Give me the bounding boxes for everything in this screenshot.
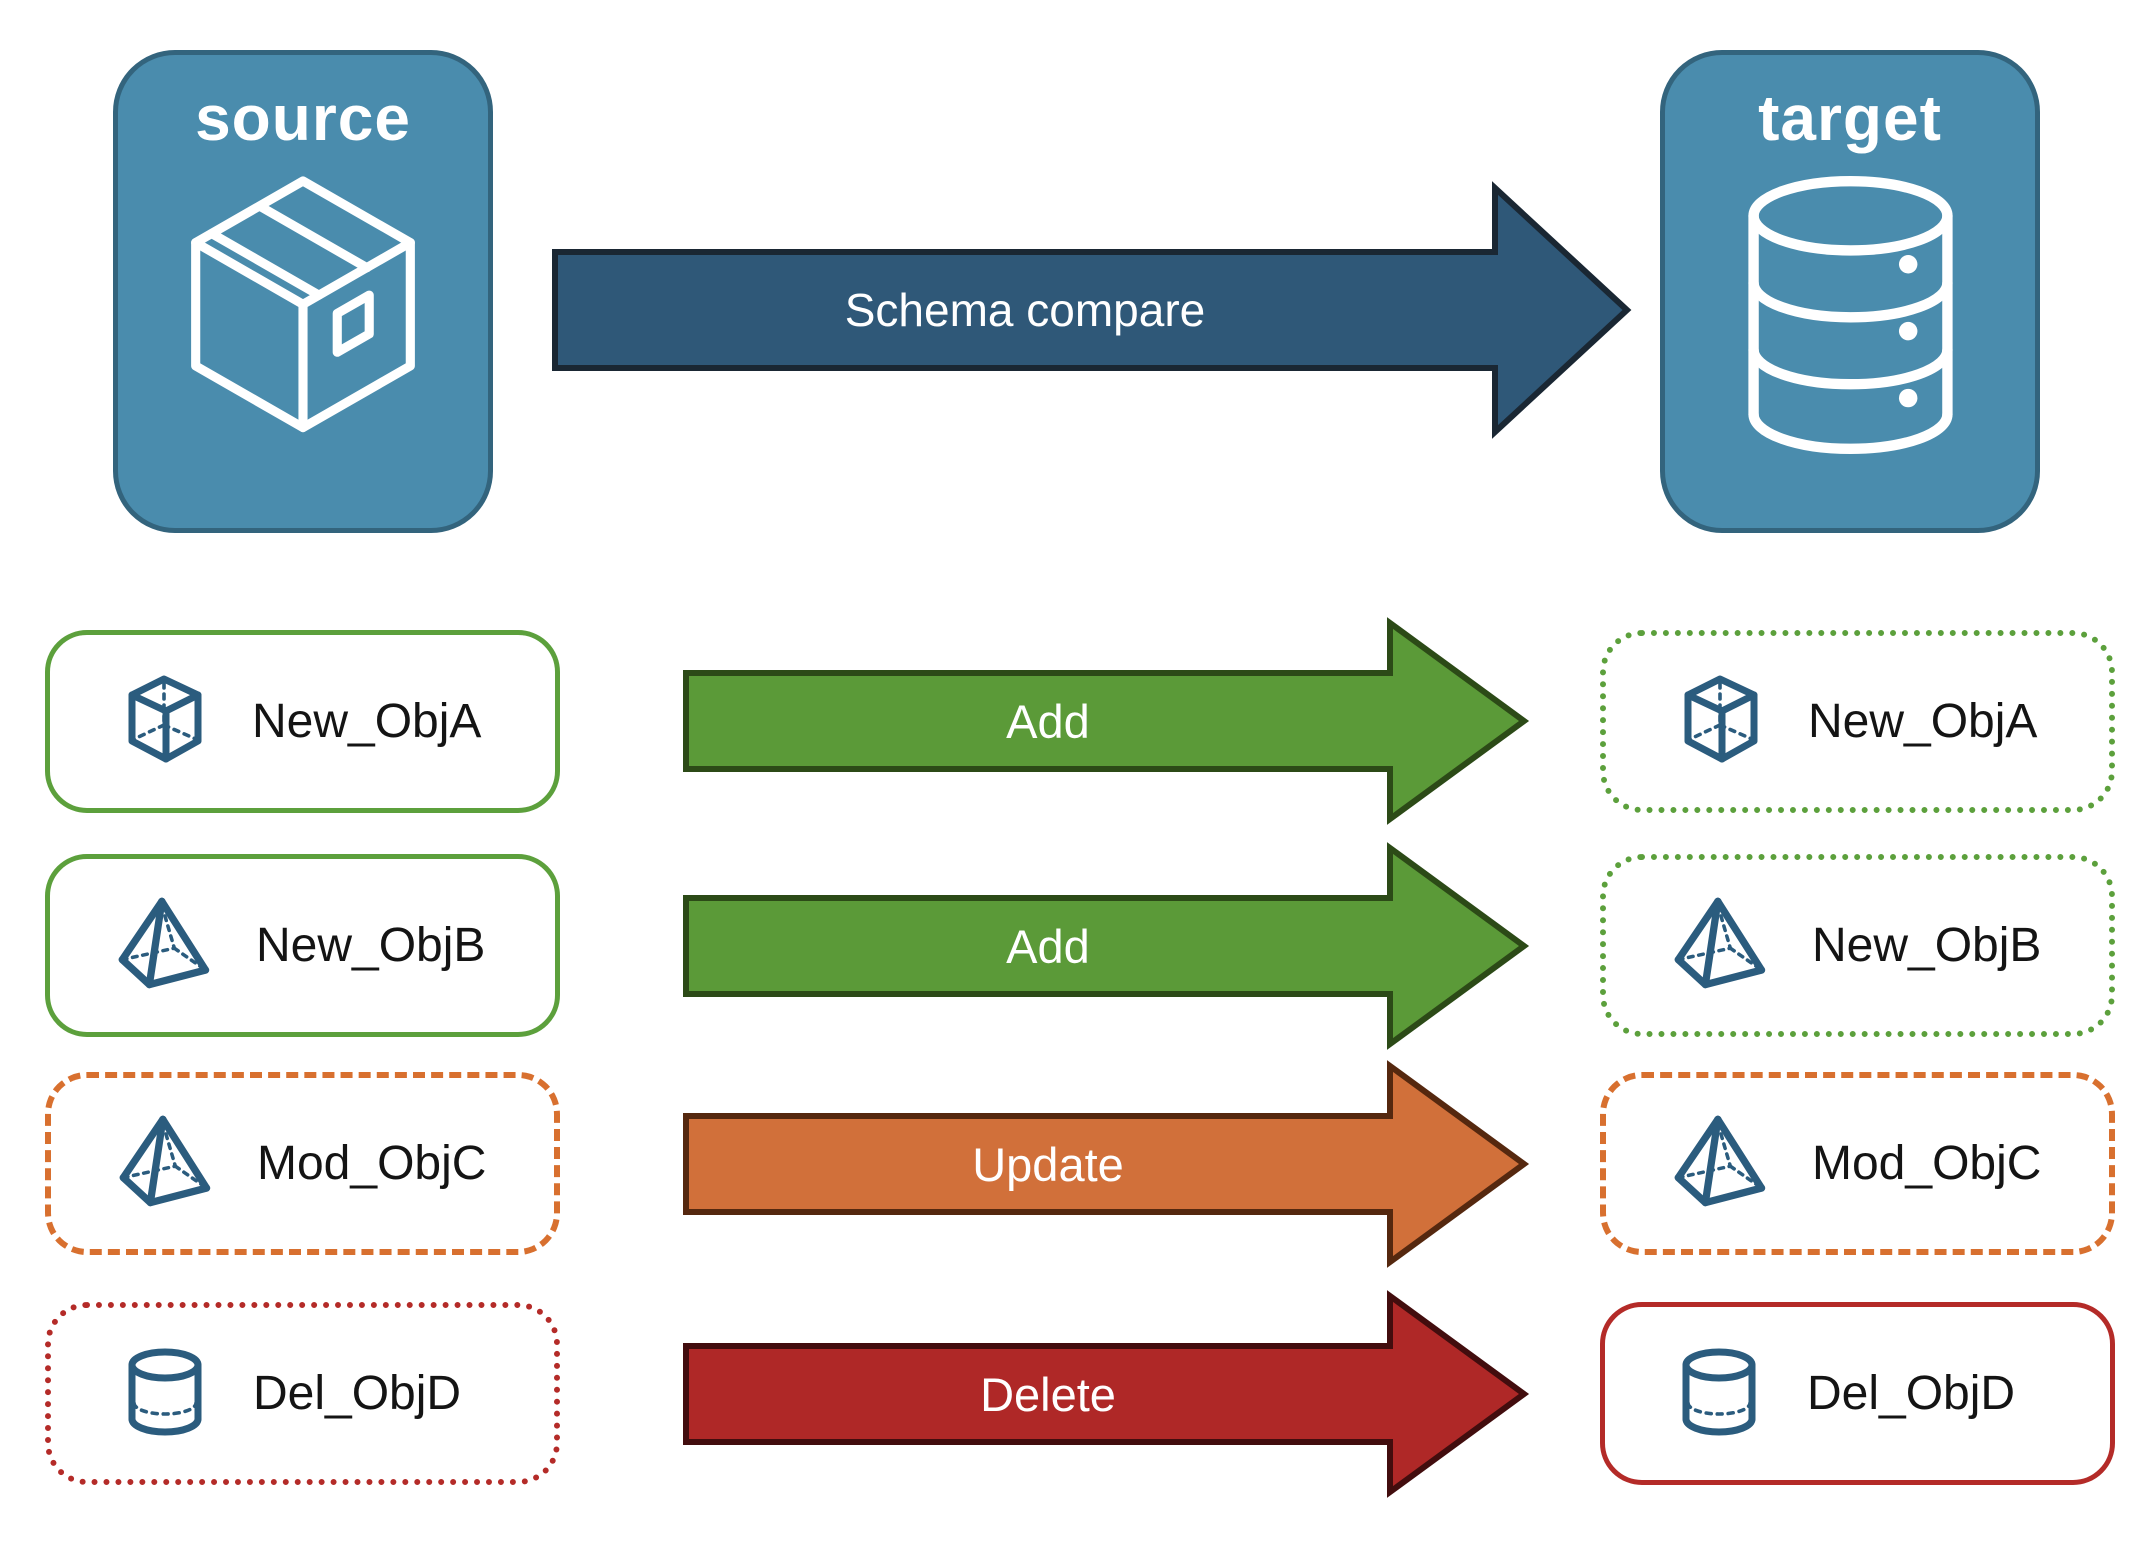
pyramid-icon — [1670, 1109, 1774, 1218]
delete-arrow: Delete — [683, 1290, 1530, 1498]
object-label: Del_ObjD — [1807, 1367, 2016, 1420]
schema-compare-arrow-shape — [552, 181, 1632, 439]
object-label: New_ObjB — [256, 919, 486, 972]
object-label: New_ObjB — [1812, 919, 2042, 972]
add-arrow-shape — [683, 842, 1530, 1050]
add-arrow-label: Add — [1006, 920, 1090, 973]
pyramid-icon — [115, 1109, 219, 1218]
add-arrow-label: Add — [1006, 695, 1090, 748]
schema-compare-arrow-label: Schema compare — [845, 284, 1206, 336]
source-node-title: source — [195, 82, 411, 154]
object-label: Mod_ObjC — [1812, 1137, 2042, 1190]
source-object-new-obja: New_ObjA — [45, 630, 560, 813]
cube-icon — [114, 669, 214, 774]
cylinder-icon — [1669, 1341, 1769, 1446]
pyramid-icon — [114, 891, 218, 1000]
object-label: New_ObjA — [1808, 695, 2038, 748]
delete-arrow-shape — [683, 1290, 1530, 1498]
database-icon — [1735, 165, 1966, 470]
object-label: Del_ObjD — [253, 1367, 462, 1420]
object-label: New_ObjA — [252, 695, 482, 748]
source-object-new-objb: New_ObjB — [45, 854, 560, 1037]
add-arrow-row1: Add — [683, 617, 1530, 825]
package-box-icon — [177, 165, 429, 444]
schema-compare-arrow: Schema compare — [552, 181, 1632, 439]
object-label: Mod_ObjC — [257, 1137, 487, 1190]
target-object-new-objb: New_ObjB — [1600, 854, 2115, 1037]
source-object-del-objd: Del_ObjD — [45, 1302, 560, 1485]
cube-icon — [1670, 669, 1770, 774]
target-node-title: target — [1758, 82, 1942, 154]
update-arrow: Update — [683, 1060, 1530, 1268]
target-object-del-objd: Del_ObjD — [1600, 1302, 2115, 1485]
delete-arrow-label: Delete — [980, 1368, 1116, 1421]
add-arrow-row2: Add — [683, 842, 1530, 1050]
target-node: target — [1660, 50, 2040, 533]
add-arrow-shape — [683, 617, 1530, 825]
update-arrow-label: Update — [972, 1138, 1124, 1191]
target-object-new-obja: New_ObjA — [1600, 630, 2115, 813]
pyramid-icon — [1670, 891, 1774, 1000]
source-node: source — [113, 50, 493, 533]
source-object-mod-objc: Mod_ObjC — [45, 1072, 560, 1255]
target-object-mod-objc: Mod_ObjC — [1600, 1072, 2115, 1255]
update-arrow-shape — [683, 1060, 1530, 1268]
cylinder-icon — [115, 1341, 215, 1446]
